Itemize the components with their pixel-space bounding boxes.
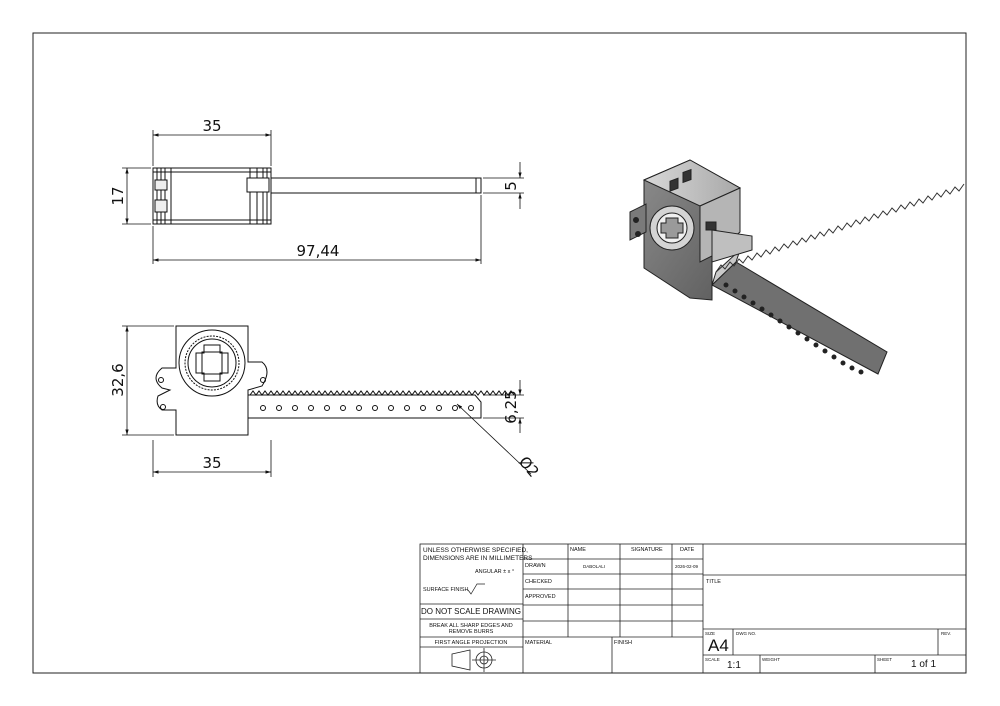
top-view-dimensions bbox=[122, 130, 524, 264]
top-view bbox=[152, 167, 482, 225]
break-edges-note-1: BREAK ALL SHARP EDGES AND bbox=[429, 623, 512, 629]
break-edges-note-2: REMOVE BURRS bbox=[449, 629, 494, 635]
label-rev: REV. bbox=[941, 631, 951, 636]
dim-top-width: 35 bbox=[202, 117, 221, 135]
label-title: TITLE bbox=[706, 579, 721, 585]
projection-note: FIRST ANGLE PROJECTION bbox=[435, 640, 508, 646]
label-size: SIZE bbox=[705, 631, 715, 636]
row-checked: CHECKED bbox=[525, 579, 552, 585]
surface-finish-icon bbox=[467, 583, 485, 595]
dim-front-width: 35 bbox=[202, 454, 221, 472]
title-block bbox=[419, 543, 967, 674]
dim-front-hole-dia: Ø2 bbox=[515, 453, 543, 481]
first-angle-projection-icon bbox=[451, 648, 496, 672]
label-sheet: SHEET bbox=[877, 657, 892, 662]
dim-top-rack-thickness: 5 bbox=[502, 181, 520, 191]
row-drawn: DRAWN bbox=[525, 563, 546, 569]
label-finish: FINISH bbox=[614, 640, 632, 646]
front-view-dimensions bbox=[122, 325, 532, 477]
dim-front-height: 32,6 bbox=[109, 363, 127, 396]
dim-top-height: 17 bbox=[109, 186, 127, 205]
col-name: NAME bbox=[570, 547, 586, 553]
label-material: MATERIAL bbox=[525, 640, 552, 646]
isometric-view bbox=[629, 159, 965, 375]
row-approved: APPROVED bbox=[525, 594, 556, 600]
col-date: DATE bbox=[680, 547, 695, 553]
general-note-1: UNLESS OTHERWISE SPECIFIED, bbox=[423, 547, 528, 554]
dim-front-rack-height: 6,25 bbox=[502, 390, 520, 423]
col-signature: SIGNATURE bbox=[631, 547, 663, 553]
angular-tolerance: ANGULAR ± x ° bbox=[475, 569, 514, 575]
general-note-2: DIMENSIONS ARE IN MILLIMETERS bbox=[423, 555, 533, 562]
title-block-text: UNLESS OTHERWISE SPECIFIED, DIMENSIONS A… bbox=[421, 547, 951, 672]
size-value: A4 bbox=[708, 636, 729, 655]
drawn-date: 2026-02-09 bbox=[675, 564, 699, 569]
label-weight: WEIGHT bbox=[762, 657, 780, 662]
surface-finish-label: SURFACE FINISH bbox=[423, 587, 469, 593]
sheet-value: 1 of 1 bbox=[911, 659, 936, 670]
do-not-scale-note: DO NOT SCALE DRAWING bbox=[421, 607, 521, 616]
dim-top-length: 97,44 bbox=[297, 242, 340, 260]
scale-value: 1:1 bbox=[727, 660, 741, 671]
front-view bbox=[155, 325, 515, 436]
label-dwg-no: DWG NO. bbox=[736, 631, 756, 636]
drawn-name: DABOLALI bbox=[583, 564, 605, 569]
label-scale: SCALE bbox=[705, 657, 720, 662]
